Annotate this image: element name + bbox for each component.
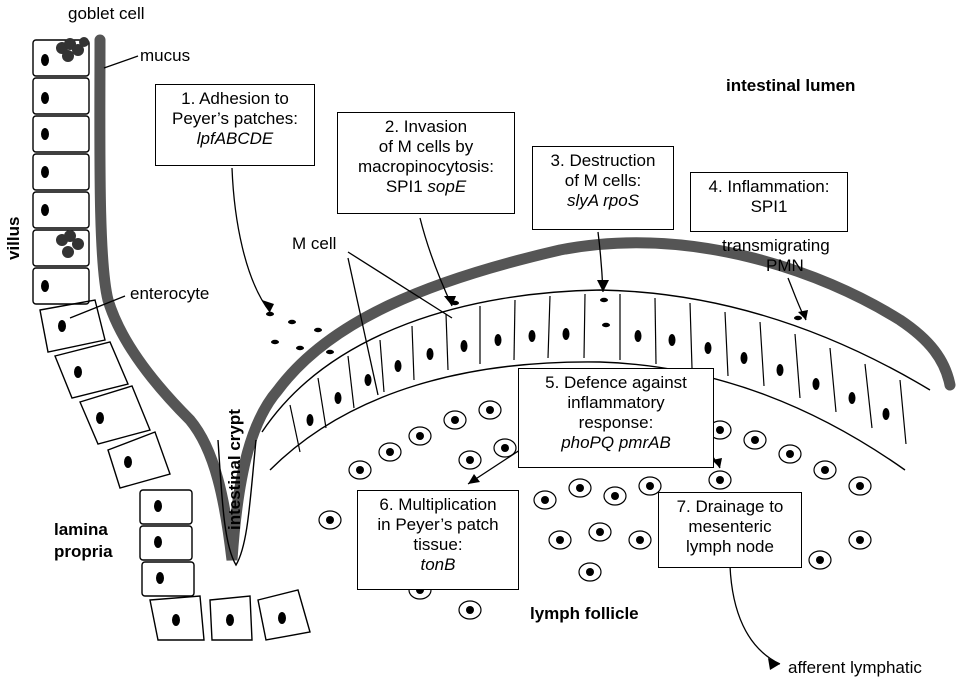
step-2-line1: 2. Invasion [338, 117, 514, 137]
step-5-line2: inflammatory [519, 393, 713, 413]
step-1-box: 1. Adhesion to Peyer’s patches: lpfABCDE [155, 84, 315, 166]
step-5-line3: response: [519, 413, 713, 433]
transmigrating-label-line2: PMN [766, 256, 804, 276]
step-2-gene: sopE [427, 177, 466, 196]
lamina-propria-label-line2: propria [54, 542, 113, 562]
step-7-line2: mesenteric [659, 517, 801, 537]
step-1-line1: 1. Adhesion to [156, 89, 314, 109]
step-7-line3: lymph node [659, 537, 801, 557]
step-2-line2: of M cells by [338, 137, 514, 157]
step-6-line1: 6. Multiplication [358, 495, 518, 515]
step-3-line1: 3. Destruction [533, 151, 673, 171]
villus-label: villus [4, 217, 24, 260]
step-6-line2: in Peyer’s patch [358, 515, 518, 535]
step-5-box: 5. Defence against inflammatory response… [518, 368, 714, 468]
step-6-gene: tonB [358, 555, 518, 575]
goblet-cell-label: goblet cell [68, 4, 145, 24]
afferent-lymphatic-label: afferent lymphatic [788, 658, 922, 678]
enterocyte-label: enterocyte [130, 284, 209, 304]
step-4-line2: SPI1 [691, 197, 847, 217]
lamina-propria-label-line1: lamina [54, 520, 108, 540]
step-3-box: 3. Destruction of M cells: slyA rpoS [532, 146, 674, 230]
intestinal-lumen-label: intestinal lumen [726, 76, 855, 96]
step-4-line1: 4. Inflammation: [691, 177, 847, 197]
step-6-line3: tissue: [358, 535, 518, 555]
intestinal-crypt-label: intestinal crypt [225, 409, 245, 530]
step-7-line1: 7. Drainage to [659, 497, 801, 517]
step-4-box: 4. Inflammation: SPI1 [690, 172, 848, 232]
step-5-line1: 5. Defence against [519, 373, 713, 393]
lymph-follicle-label: lymph follicle [530, 604, 639, 624]
step-7-box: 7. Drainage to mesenteric lymph node [658, 492, 802, 568]
step-6-box: 6. Multiplication in Peyer’s patch tissu… [357, 490, 519, 590]
step-2-line3: macropinocytosis: [338, 157, 514, 177]
transmigrating-label-line1: transmigrating [722, 236, 830, 256]
step-1-line2: Peyer’s patches: [156, 109, 314, 129]
step-3-gene: slyA rpoS [533, 191, 673, 211]
step-3-line2: of M cells: [533, 171, 673, 191]
step-5-gene: phoPQ pmrAB [519, 433, 713, 453]
goblet-cells [56, 37, 89, 258]
m-cell-label: M cell [292, 234, 336, 254]
mucus-label: mucus [140, 46, 190, 66]
step-2-box: 2. Invasion of M cells by macropinocytos… [337, 112, 515, 214]
step-2-gene-prefix: SPI1 [386, 177, 428, 196]
step-1-gene: lpfABCDE [156, 129, 314, 149]
